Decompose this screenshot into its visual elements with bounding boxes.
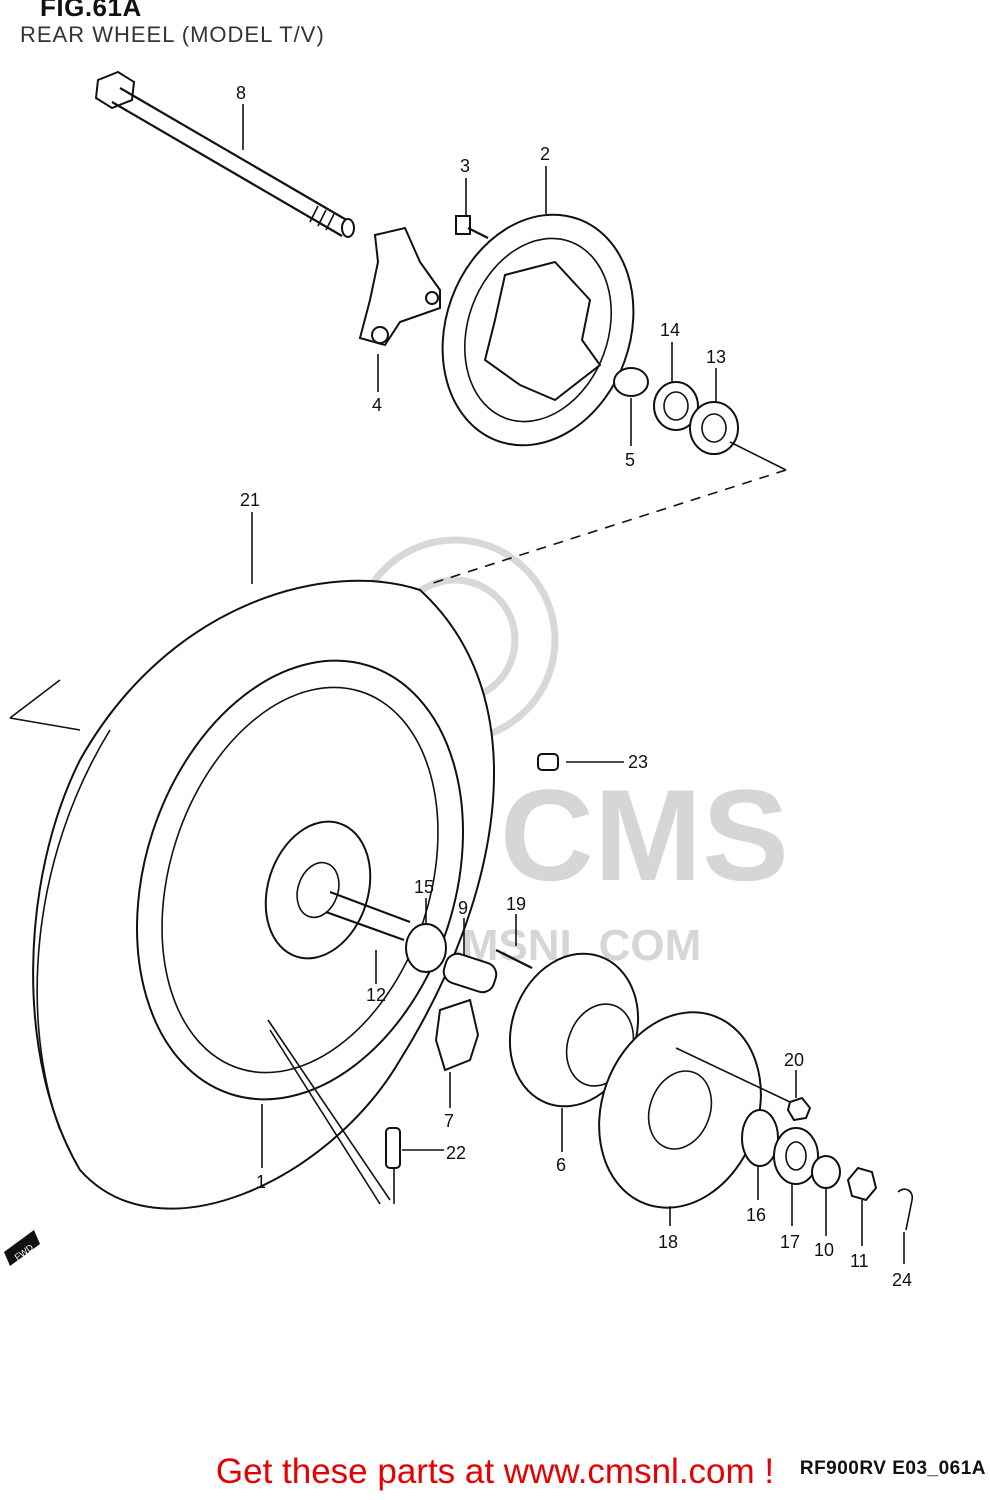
callout-10: 10 (814, 1240, 834, 1260)
callout-5: 5 (625, 450, 635, 470)
part-spacer-10 (811, 1155, 841, 1189)
part-spacer-9 (442, 952, 498, 994)
part-wheel-rim (136, 659, 464, 1101)
callout-19: 19 (506, 894, 526, 914)
callout-11: 11 (850, 1251, 869, 1271)
fwd-arrow-icon: FWD (4, 1230, 40, 1266)
callout-9: 9 (458, 898, 468, 918)
part-nut (786, 1096, 812, 1122)
part-spacer (613, 367, 649, 397)
part-caliper-bracket (358, 226, 441, 347)
part-axle (94, 70, 355, 238)
part-damper (434, 998, 480, 1072)
watermark-logo-text: CMS (500, 762, 789, 908)
callout-6: 6 (556, 1155, 566, 1175)
figure-subtitle: REAR WHEEL (MODEL T/V) (20, 22, 325, 47)
callout-15: 15 (414, 877, 434, 897)
part-oil-seal (653, 381, 699, 431)
callout-23: 23 (628, 752, 648, 772)
figure-title: FIG.61A (40, 0, 142, 22)
part-bolt (455, 215, 489, 239)
callout-8: 8 (236, 83, 246, 103)
assembly-lines (9, 104, 905, 1264)
callout-3: 3 (460, 156, 470, 176)
part-air-valve (385, 1127, 401, 1169)
callout-21: 21 (240, 490, 260, 510)
callout-labels: 8 3 2 4 14 13 5 21 23 15 9 19 12 7 6 20 … (236, 83, 912, 1290)
part-shaft (325, 890, 411, 942)
callout-22: 22 (446, 1143, 466, 1163)
callout-12: 12 (366, 985, 386, 1005)
callout-2: 2 (540, 144, 550, 164)
callout-1: 1 (256, 1172, 266, 1192)
part-oil-seal-17 (773, 1127, 819, 1185)
callout-4: 4 (372, 395, 382, 415)
part-bearing-15 (405, 923, 447, 973)
callout-16: 16 (746, 1205, 766, 1225)
footer-link[interactable]: Get these parts at www.cmsnl.com ! (215, 1452, 775, 1491)
part-castle-nut (846, 1166, 878, 1202)
callout-14: 14 (660, 320, 680, 340)
part-stud-bolt (495, 949, 533, 969)
callout-24: 24 (892, 1270, 912, 1290)
callout-13: 13 (706, 347, 726, 367)
part-balance-weight (537, 753, 559, 771)
part-bearing-16 (741, 1109, 779, 1167)
callout-7: 7 (444, 1111, 454, 1131)
part-cotter-pin (897, 1188, 914, 1231)
callout-17: 17 (780, 1232, 800, 1252)
part-brake-disc (441, 213, 635, 447)
callout-20: 20 (784, 1050, 804, 1070)
part-bearing (689, 401, 739, 455)
callout-18: 18 (658, 1232, 678, 1252)
drawing-code: RF900RV E03_061A (799, 1458, 986, 1479)
